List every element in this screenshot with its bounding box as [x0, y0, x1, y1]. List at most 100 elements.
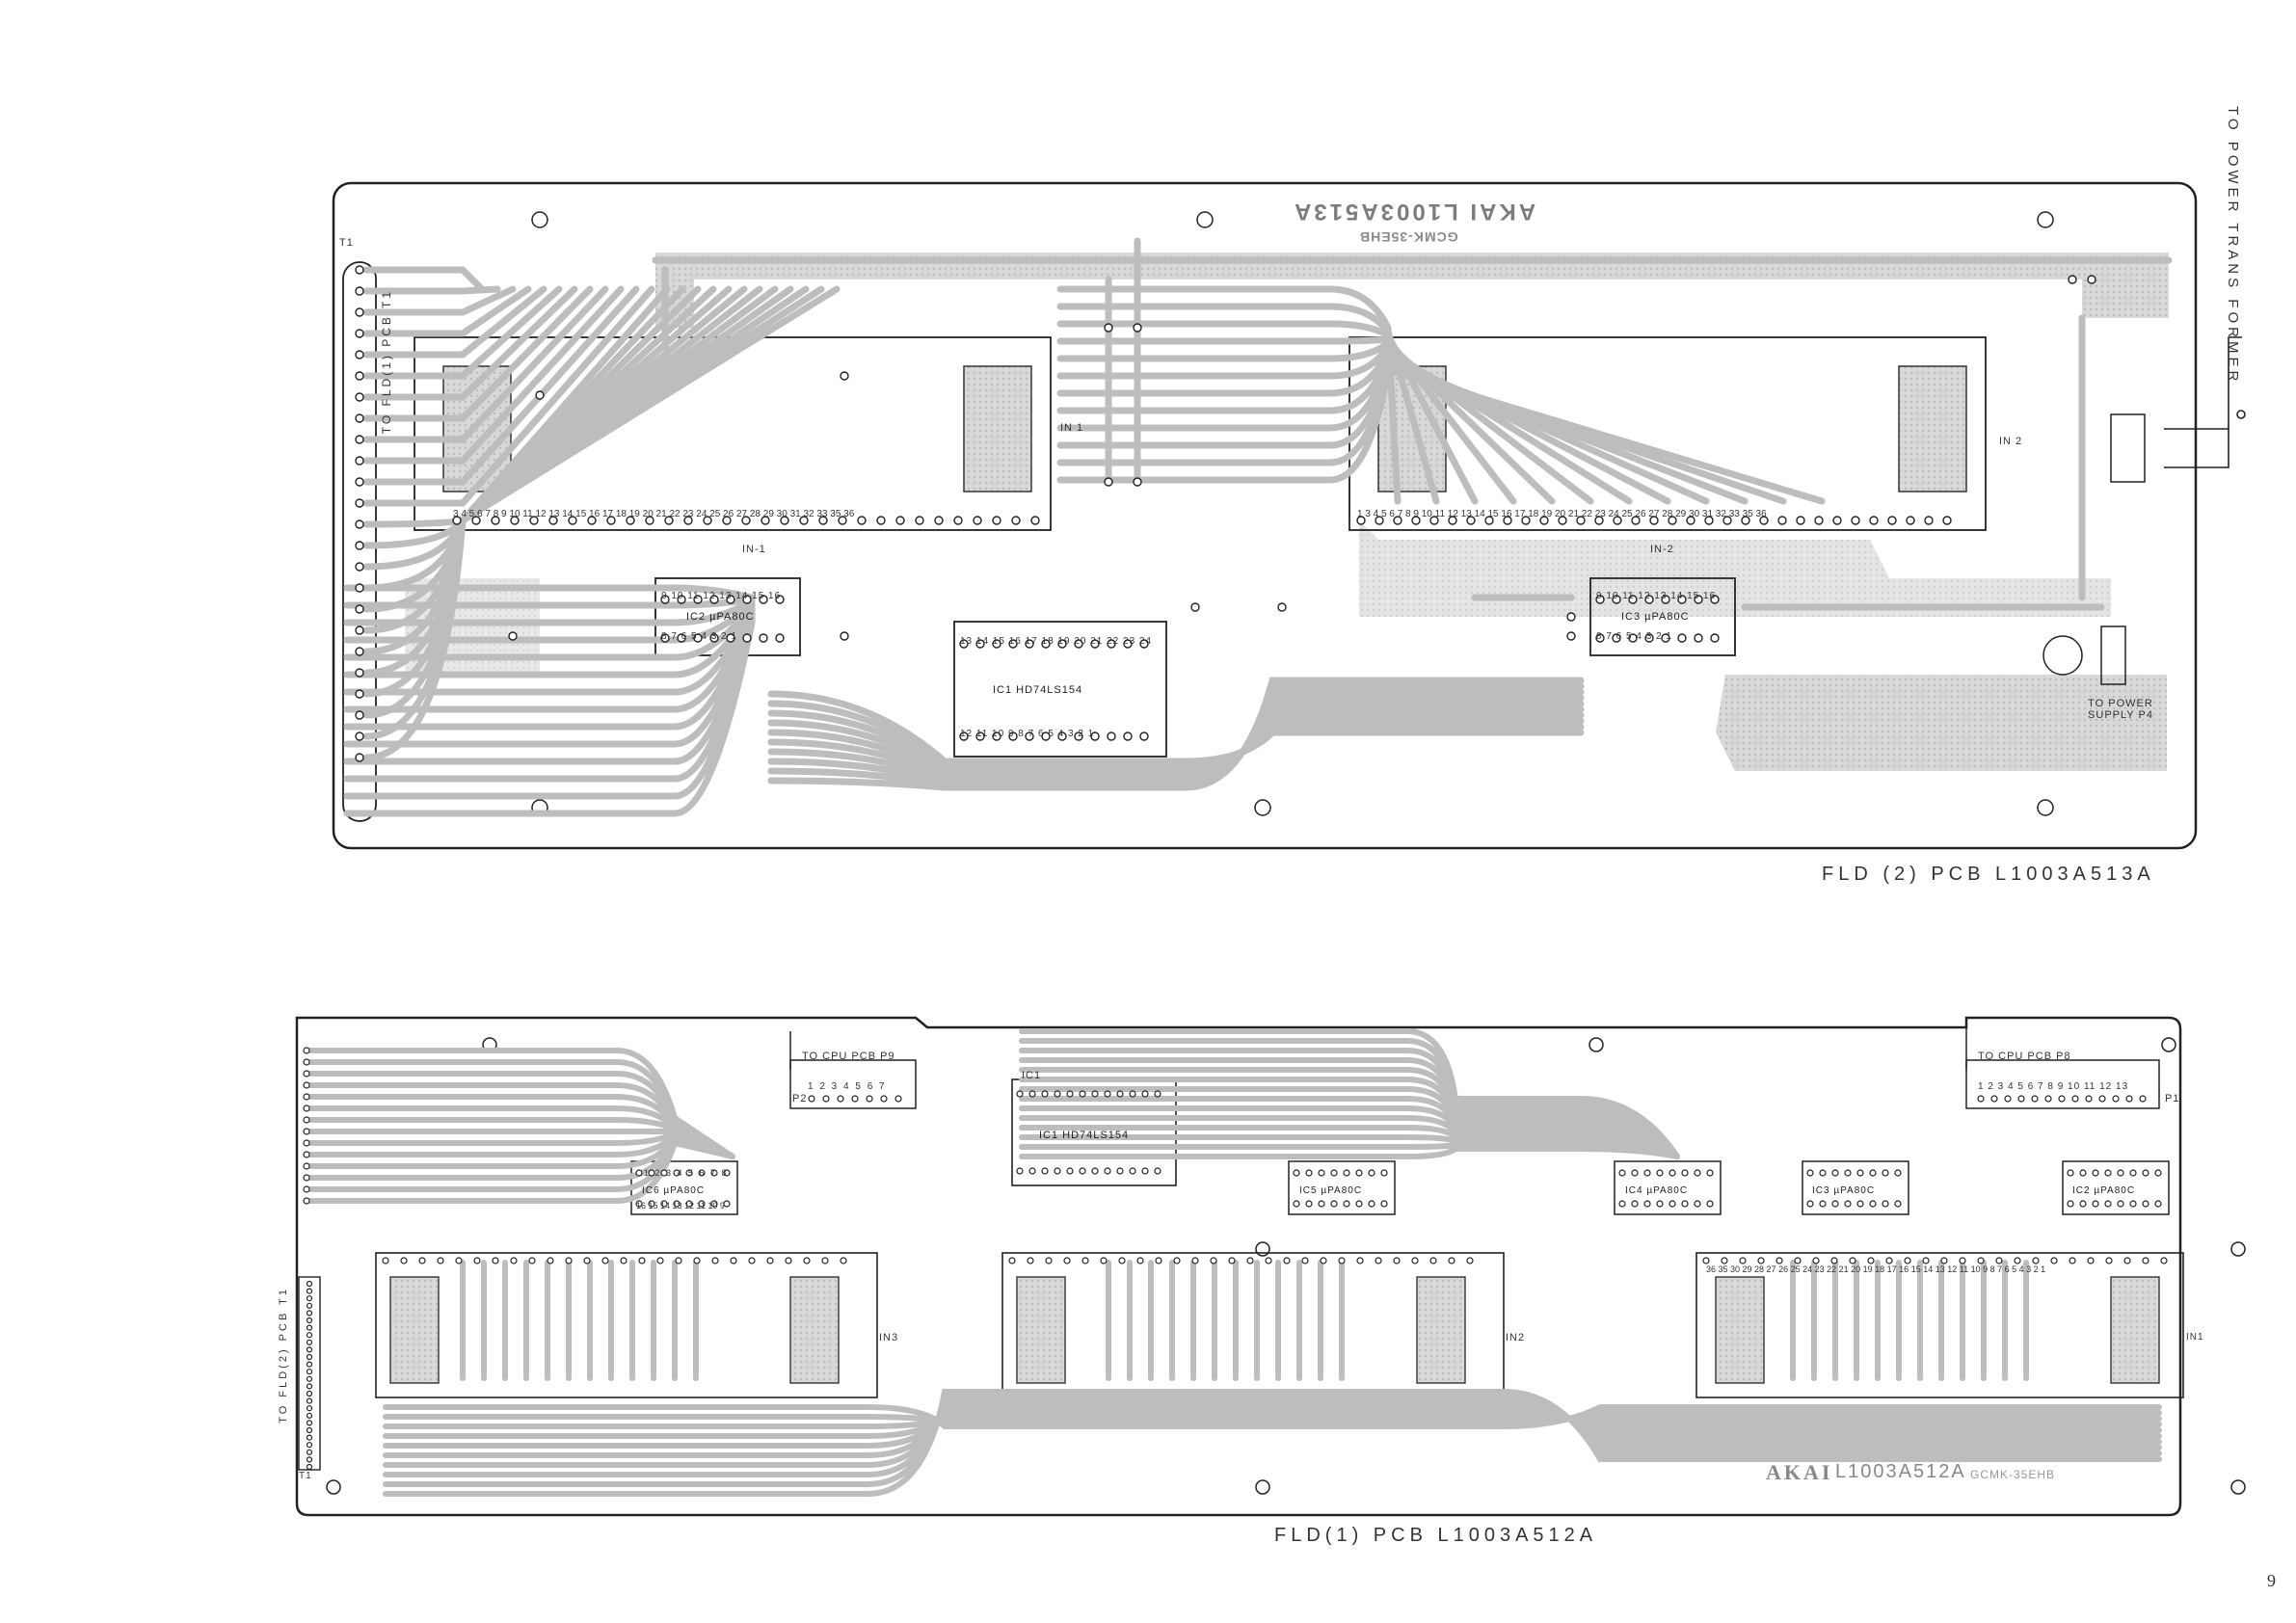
fld2-ic2-pad	[726, 595, 735, 604]
fld2-via-pad	[1566, 612, 1576, 622]
fld1-p9-pad	[880, 1095, 888, 1103]
fld1-in3-pad	[766, 1257, 774, 1264]
fld2-in2-pin-pad	[1704, 516, 1714, 525]
fld2-in1-pin-pad	[953, 516, 963, 525]
fld1-ic-pad	[1355, 1169, 1363, 1177]
fld2-in1-pin-pad	[1030, 516, 1040, 525]
fld2-t1-pad	[355, 710, 364, 720]
fld1-in2-pad	[1411, 1257, 1419, 1264]
fld1-in1-pad	[1739, 1257, 1747, 1264]
fld1-in3-pad	[510, 1257, 518, 1264]
fld1-p8-pad	[1990, 1095, 1998, 1103]
fld1-trace	[383, 1389, 2162, 1497]
fld1-ic-pad	[1831, 1200, 1839, 1208]
fld2-ic1-pad	[1074, 639, 1083, 649]
fld2-in1-pin-pad	[722, 516, 732, 525]
fld1-in3-pad	[638, 1257, 646, 1264]
fld2-ic3-pad	[1661, 595, 1670, 604]
fld2-in1-pin-pad	[568, 516, 577, 525]
fld2-ic1-pad	[1041, 639, 1051, 649]
fld1-in2-pad	[1081, 1257, 1089, 1264]
fld1-in2-pad	[1448, 1257, 1455, 1264]
fld1-ic-pad	[1706, 1200, 1714, 1208]
fld2-in2-pin-pad	[1668, 516, 1677, 525]
fld1-in1-pad	[1849, 1257, 1856, 1264]
fld2-t1-pad	[355, 732, 364, 741]
fld1-t1-pad	[303, 1116, 310, 1124]
fld2-in1-pin-pad	[876, 516, 886, 525]
fld1-ic1-pad	[1079, 1090, 1086, 1098]
fld1-ic-pad	[1669, 1169, 1676, 1177]
fld1-ic-pad	[1643, 1169, 1651, 1177]
fld1-t1-pad	[303, 1128, 310, 1135]
fld1-ic-pad	[1894, 1169, 1902, 1177]
fld1-t1-pin-pad	[306, 1288, 313, 1294]
fld2-in2-pin-pad	[1814, 516, 1824, 525]
fld1-ic1-pad	[1104, 1167, 1111, 1175]
fld1-ic-pad	[2104, 1200, 2112, 1208]
fld2-ic1-pad	[975, 732, 985, 741]
fld2-trace	[362, 285, 594, 422]
fld2-via-pad	[840, 631, 849, 641]
fld2-mounting-holes	[531, 211, 2054, 816]
fld2-ic1-pad	[992, 732, 1001, 741]
fld1-in2-pad	[1265, 1257, 1272, 1264]
fld1-in1-pad	[1867, 1257, 1875, 1264]
fld1-ic-pad	[1631, 1169, 1639, 1177]
fld1-t1-pin-pad	[306, 1369, 313, 1375]
fld1-ic-pad	[1681, 1169, 1689, 1177]
fld1-in1-pad	[1977, 1257, 1985, 1264]
fld2-ic2-pad	[775, 595, 785, 604]
fld1-t1-pin-pad	[306, 1426, 313, 1434]
fld2-ic1-pad	[1139, 639, 1149, 649]
fld2-ic2-pins-top: 9 10 11 12 13 14 15 16	[661, 591, 782, 601]
fld1-ic-pad	[1844, 1200, 1852, 1208]
fld2-ground-plane-mid	[1359, 520, 2111, 617]
fld1-ic-pad	[660, 1200, 668, 1208]
fld1-t1-pin-pad	[306, 1295, 313, 1302]
fld2-in2-pin-pad	[1741, 516, 1750, 525]
fld1-t1-pad	[303, 1197, 310, 1205]
fld1-ic1-pad	[1041, 1167, 1049, 1175]
fld2-in2-pin-pad	[1429, 516, 1439, 525]
fld1-in1-pad	[2105, 1257, 2113, 1264]
fld2-trace	[362, 285, 501, 295]
fld1-in2-pad	[1301, 1257, 1309, 1264]
fld1-ic-pad	[2092, 1200, 2099, 1208]
fld2-in1-pin-pad	[471, 516, 481, 525]
fld2-ic3-pad	[1628, 633, 1638, 643]
fld1-in1-pad	[2032, 1257, 2040, 1264]
fld1-in3-pad	[675, 1257, 682, 1264]
fld1-t1-pin-pad	[306, 1317, 313, 1324]
fld2-ic2-pad	[709, 633, 719, 643]
fld1-in2-pad	[1191, 1257, 1199, 1264]
fld2-t1-pad	[355, 668, 364, 678]
fld1-in2-pad	[1338, 1257, 1346, 1264]
fld2-in2-pin-pad	[1887, 516, 1897, 525]
fld1-ic-pad	[1618, 1200, 1626, 1208]
fld2-in1-label: IN-1	[742, 544, 766, 555]
fld1-in1-pad	[1830, 1257, 1838, 1264]
fld1-t1-pin-pad	[306, 1412, 313, 1419]
fld1-in2-pad	[1429, 1257, 1437, 1264]
fld1-p8-pad	[2004, 1095, 2012, 1103]
fld1-in3-pad	[400, 1257, 408, 1264]
fld2-ic2-label: IC2 µPA80C	[686, 611, 755, 623]
fld1-t1-pin-pad	[306, 1383, 313, 1390]
fld1-ic-pad	[723, 1200, 731, 1208]
fld2-trace	[362, 266, 486, 293]
fld1-in1-pad	[1812, 1257, 1820, 1264]
fld1-ic6-pins-bottom: 16 15 14 13 12 11 10 9	[636, 1201, 725, 1211]
fld1-p8-region	[1965, 1059, 2160, 1109]
fld2-ic2-pad	[742, 595, 752, 604]
fld1-in3-pad	[455, 1257, 463, 1264]
fld2-in1-pin-pad	[934, 516, 944, 525]
fld1-ic-pad	[685, 1200, 693, 1208]
fld2-ic1-pad	[1107, 639, 1116, 649]
fld1-p9-pad	[866, 1095, 873, 1103]
fld2-ic1-pad	[1008, 732, 1018, 741]
fld2-ic3-footprint	[1589, 577, 1736, 656]
fld2-ic3-pad	[1694, 633, 1703, 643]
fld2-in1-pin-pad	[799, 516, 809, 525]
